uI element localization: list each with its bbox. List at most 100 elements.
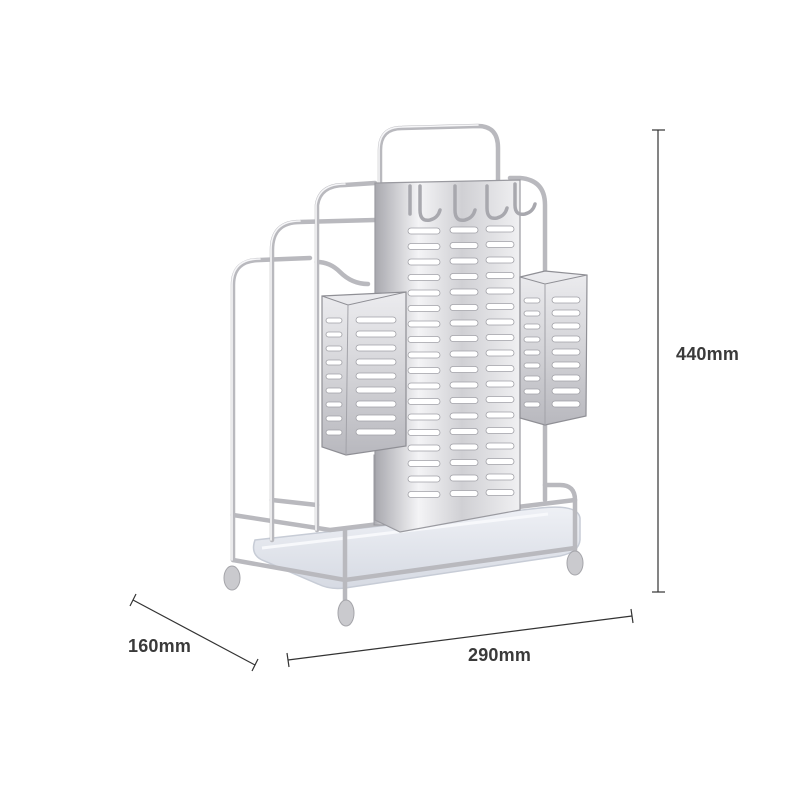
- knife-slot: [407, 460, 441, 467]
- depth-label: 160mm: [128, 636, 192, 656]
- holder-slot: [551, 348, 581, 356]
- knife-slot: [407, 367, 441, 374]
- knife-slot: [485, 380, 515, 388]
- holder-slot: [523, 336, 541, 343]
- knife-slot: [485, 256, 515, 264]
- knife-slot: [449, 459, 479, 466]
- knife-slot: [407, 320, 441, 328]
- holder-slot: [355, 428, 397, 436]
- holder-slot: [551, 374, 581, 382]
- holder-slot: [523, 323, 541, 330]
- knife-block-slots: [407, 225, 515, 498]
- knife-slot: [449, 428, 479, 435]
- knife-slot: [407, 336, 441, 343]
- right-cutlery-holder: [519, 270, 588, 426]
- knife-slot: [485, 241, 515, 248]
- knife-slot: [449, 474, 479, 482]
- knife-slot: [407, 351, 441, 359]
- right-holder-slots: [523, 296, 581, 408]
- holder-slot: [355, 414, 397, 422]
- holder-slot: [325, 387, 343, 394]
- holder-slot: [355, 344, 397, 352]
- holder-slot: [325, 373, 343, 380]
- holder-slot: [551, 400, 581, 408]
- knife-slot: [449, 226, 479, 234]
- knife-slot: [449, 335, 479, 342]
- knife-slot: [407, 444, 441, 452]
- knife-slot: [407, 274, 441, 281]
- knife-slot: [407, 305, 441, 312]
- knife-slot: [449, 304, 479, 311]
- holder-slot: [523, 401, 541, 408]
- knife-block: [373, 179, 521, 533]
- depth-dimension-line: [129, 593, 259, 672]
- holder-slot: [355, 386, 397, 394]
- knife-slot: [449, 257, 479, 265]
- knife-slot: [449, 273, 479, 280]
- height-label: 440mm: [676, 344, 740, 364]
- holder-slot: [523, 388, 541, 395]
- knife-slot: [407, 289, 441, 297]
- knife-slot: [407, 258, 441, 266]
- holder-slot: [523, 349, 541, 356]
- left-cutlery-holder: [321, 291, 407, 456]
- holder-slot: [551, 322, 581, 330]
- knife-slot: [407, 491, 441, 498]
- knife-slot: [485, 442, 515, 450]
- knife-slot: [449, 366, 479, 373]
- holder-slot: [523, 375, 541, 382]
- holder-slot: [325, 317, 343, 324]
- knife-slot: [407, 475, 441, 483]
- knife-slot: [449, 350, 479, 358]
- holder-slot: [551, 296, 581, 304]
- holder-slot: [325, 345, 343, 352]
- height-dimension-line: [652, 129, 665, 593]
- rack-feet: [223, 550, 584, 627]
- knife-slot: [485, 473, 515, 481]
- knife-slot: [449, 242, 479, 249]
- knife-slot: [485, 427, 515, 434]
- holder-slot: [523, 362, 541, 369]
- knife-slot: [485, 318, 515, 326]
- knife-slot: [449, 443, 479, 451]
- knife-slot: [485, 489, 515, 496]
- knife-slot: [449, 381, 479, 389]
- wire-frame-highlight: [231, 124, 479, 561]
- knife-slot: [485, 334, 515, 341]
- knife-slot: [485, 303, 515, 310]
- holder-slot: [325, 415, 343, 422]
- holder-slot: [355, 372, 397, 380]
- holder-slot: [551, 309, 581, 317]
- knife-slot: [407, 398, 441, 405]
- knife-slot: [449, 319, 479, 327]
- holder-slot: [325, 429, 343, 436]
- knife-slot: [407, 382, 441, 390]
- knife-slot: [485, 396, 515, 403]
- knife-slot: [485, 365, 515, 372]
- knife-slot: [485, 287, 515, 295]
- left-holder-slots: [325, 316, 397, 436]
- holder-slot: [551, 387, 581, 395]
- knife-slot: [449, 412, 479, 420]
- holder-slot: [551, 335, 581, 343]
- utensil-hooks: [408, 182, 537, 223]
- width-dimension-line: [286, 608, 634, 668]
- knife-slot: [485, 411, 515, 419]
- knife-slot: [485, 458, 515, 465]
- holder-slot: [355, 330, 397, 338]
- knife-slot: [485, 225, 515, 233]
- knife-slot: [449, 397, 479, 404]
- holder-slot: [325, 401, 343, 408]
- dimension-lines: [129, 129, 665, 672]
- holder-slot: [325, 331, 343, 338]
- holder-slot: [355, 358, 397, 366]
- knife-slot: [407, 243, 441, 250]
- knife-slot: [449, 490, 479, 497]
- holder-slot: [355, 400, 397, 408]
- knife-slot: [407, 429, 441, 436]
- holder-slot: [551, 361, 581, 369]
- width-label: 290mm: [468, 645, 532, 665]
- knife-slot: [407, 227, 441, 235]
- holder-slot: [355, 316, 397, 324]
